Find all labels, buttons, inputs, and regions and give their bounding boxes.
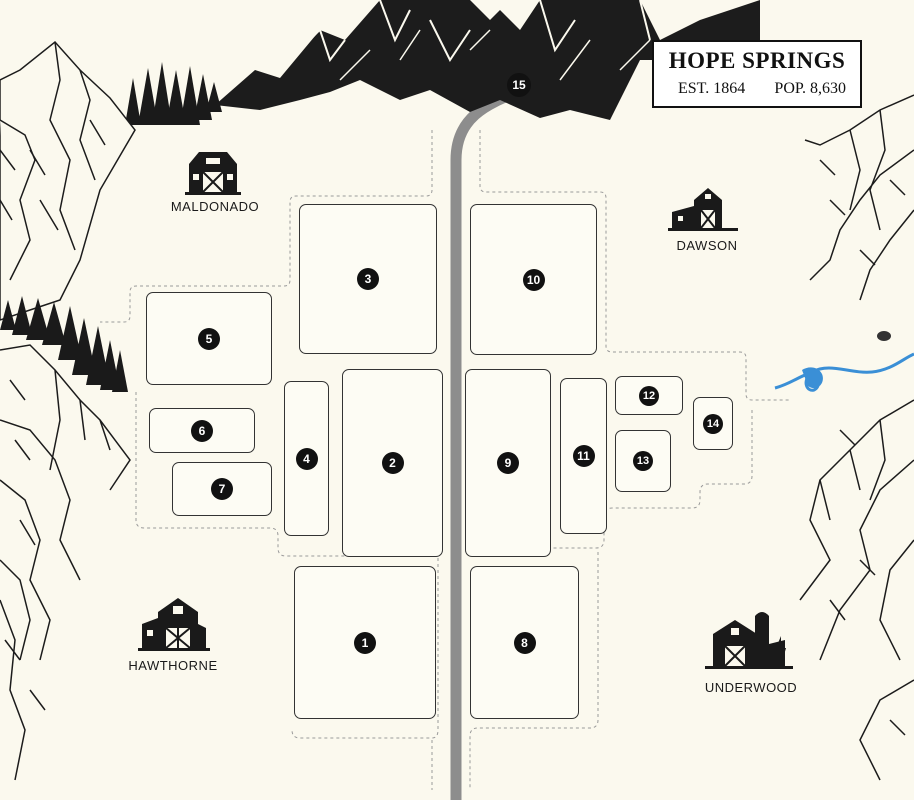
lot-1[interactable]: 1 [294,566,436,719]
lot-number-badge: 14 [703,413,723,434]
lot-4[interactable]: 4 [284,381,329,536]
lot-number-badge: 3 [357,268,379,290]
lot-10[interactable]: 10 [470,204,597,355]
lot-number-badge: 11 [572,445,595,467]
lot-8[interactable]: 8 [470,566,579,719]
town-name: HOPE SPRINGS [668,48,846,73]
east-mountains [799,94,914,781]
lot-number-badge: 13 [633,451,653,471]
lot-number-badge: 10 [522,268,545,291]
lot-9[interactable]: 9 [465,369,551,557]
farm-label-hawthorne: HAWTHORNE [128,658,218,673]
lot-5[interactable]: 5 [146,292,272,385]
river [774,352,914,392]
lot-number-badge: 2 [381,452,404,474]
rock [877,331,891,341]
west-mountains-lower [0,344,131,781]
lot-13[interactable]: 13 [615,430,671,492]
north-forest [125,62,222,125]
lot-number-badge: 8 [513,631,536,654]
west-forest [0,296,128,392]
pond [802,367,823,389]
lot-number-badge: 9 [497,452,519,474]
lot-14[interactable]: 14 [693,397,733,450]
lot-number-badge: 12 [639,385,659,406]
farm-label-maldonado: MALDONADO [170,199,260,214]
lot-6[interactable]: 6 [149,408,255,453]
lot-3[interactable]: 3 [299,204,437,354]
lot-number-badge: 1 [354,631,376,654]
lot-number-badge: 7 [211,478,233,500]
lot-number-badge: 4 [295,447,318,470]
lot-7[interactable]: 7 [172,462,272,516]
lot-number-badge: 5 [198,327,220,350]
farm-label-dawson: DAWSON [676,238,738,253]
lot-2[interactable]: 2 [342,369,443,557]
farm-label-underwood: UNDERWOOD [704,680,798,695]
town-title-card: HOPE SPRINGS EST. 1864 POP. 8,630 [652,40,862,108]
west-mountains-upper [0,40,136,321]
district-boundary [100,130,790,790]
lot-12[interactable]: 12 [615,376,683,415]
road-number-badge[interactable]: 15 [507,73,531,97]
town-population: POP. 8,630 [774,80,846,97]
lot-number-badge: 6 [191,419,213,442]
town-established: EST. 1864 [678,80,746,97]
north-mountains [215,0,760,120]
lot-11[interactable]: 11 [560,378,607,534]
